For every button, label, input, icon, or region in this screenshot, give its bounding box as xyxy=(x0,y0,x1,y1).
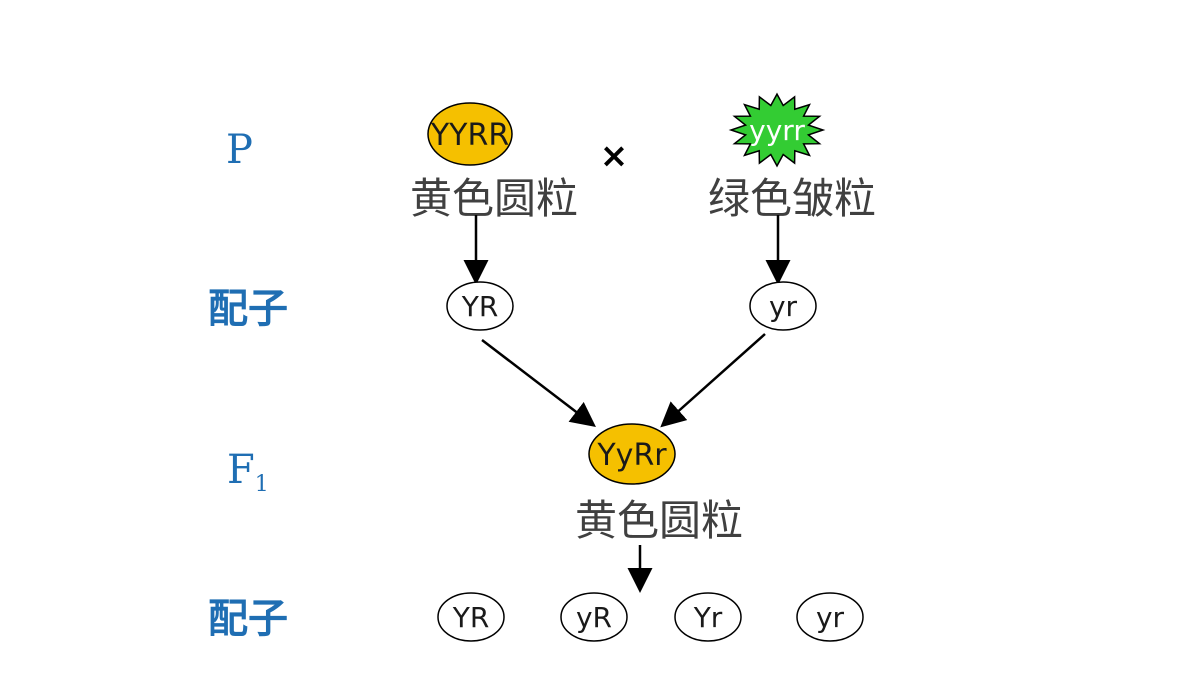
parent-gamete-right-label: yr xyxy=(769,290,798,323)
row-label-f1-subscript: 1 xyxy=(254,472,269,497)
parent-gamete-left: YR xyxy=(446,281,514,331)
f1-genotype: YyRr xyxy=(596,438,667,473)
f1-seed: YyRr xyxy=(588,423,676,485)
parent-left-seed: YYRR xyxy=(427,102,513,166)
arrow-gamete-left-to-f1 xyxy=(481,339,596,428)
cross-symbol: × xyxy=(600,136,629,176)
f1-gamete: Yr xyxy=(674,592,742,642)
parent-right-seed: yyrr xyxy=(728,92,826,168)
f1-gametes: YR yR Yr yr xyxy=(437,592,864,642)
row-label-gametes-2: 配子 xyxy=(208,596,288,642)
row-label-gametes-1: 配子 xyxy=(208,286,288,332)
arrow-gamete-right-to-f1 xyxy=(660,333,766,428)
parent-gamete-left-label: YR xyxy=(461,290,499,323)
f1-phenotype: 黄色圆粒 xyxy=(575,496,744,545)
parent-right-phenotype: 绿色皱粒 xyxy=(708,174,877,223)
f1-gamete-label: Yr xyxy=(693,601,723,634)
f1-gamete-label: YR xyxy=(452,601,490,634)
f1-gamete: yR xyxy=(560,592,628,642)
parent-left-phenotype: 黄色圆粒 xyxy=(410,174,579,223)
row-label-p: P xyxy=(226,127,253,173)
parent-right-genotype: yyrr xyxy=(749,114,805,147)
row-label-f1: F1 xyxy=(227,450,269,496)
f1-gamete-label: yR xyxy=(576,601,612,634)
f1-gamete-label: yr xyxy=(816,601,845,634)
parent-gamete-right: yr xyxy=(749,281,817,331)
parent-left-genotype: YYRR xyxy=(430,118,509,153)
f1-gamete: YR xyxy=(437,592,505,642)
f1-gamete: yr xyxy=(796,592,864,642)
row-label-f1-letter: F xyxy=(227,447,255,493)
